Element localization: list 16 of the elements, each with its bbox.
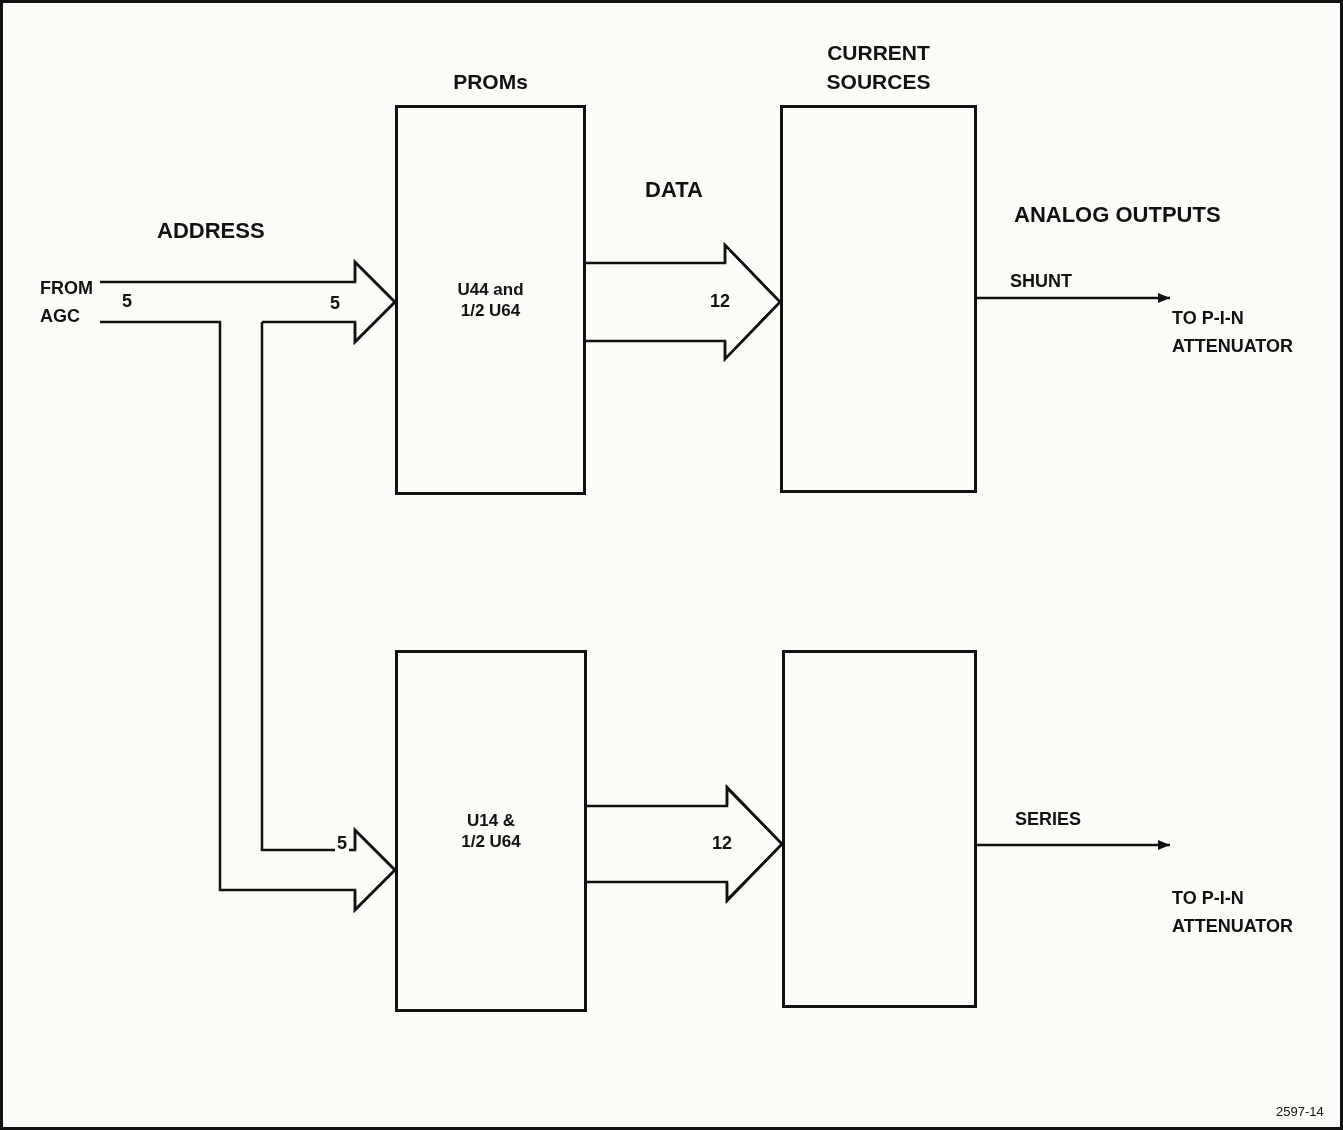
bus-heading: DATA [645,176,703,204]
current-source-box [782,650,977,1008]
arrow [977,840,1170,850]
chip-designation: U44 and 1/2 U64 [456,279,525,321]
arrow [977,293,1170,303]
block-heading: CURRENT SOURCES [825,40,932,95]
destination-label: TO P-I-N ATTENUATOR [1172,304,1332,356]
chip-designation: U14 & 1/2 U64 [460,810,522,852]
source-label: FROM AGC [40,274,100,332]
figure-number: 2597-14 [1276,1104,1324,1121]
destination-label: TO P-I-N ATTENUATOR [1172,884,1332,936]
bus-width-label: 5 [122,290,132,313]
section-heading: ANALOG OUTPUTS [1014,201,1221,229]
bus-heading: ADDRESS [157,217,265,245]
block-heading: PROMs [452,69,529,95]
prom-box [395,650,587,1012]
